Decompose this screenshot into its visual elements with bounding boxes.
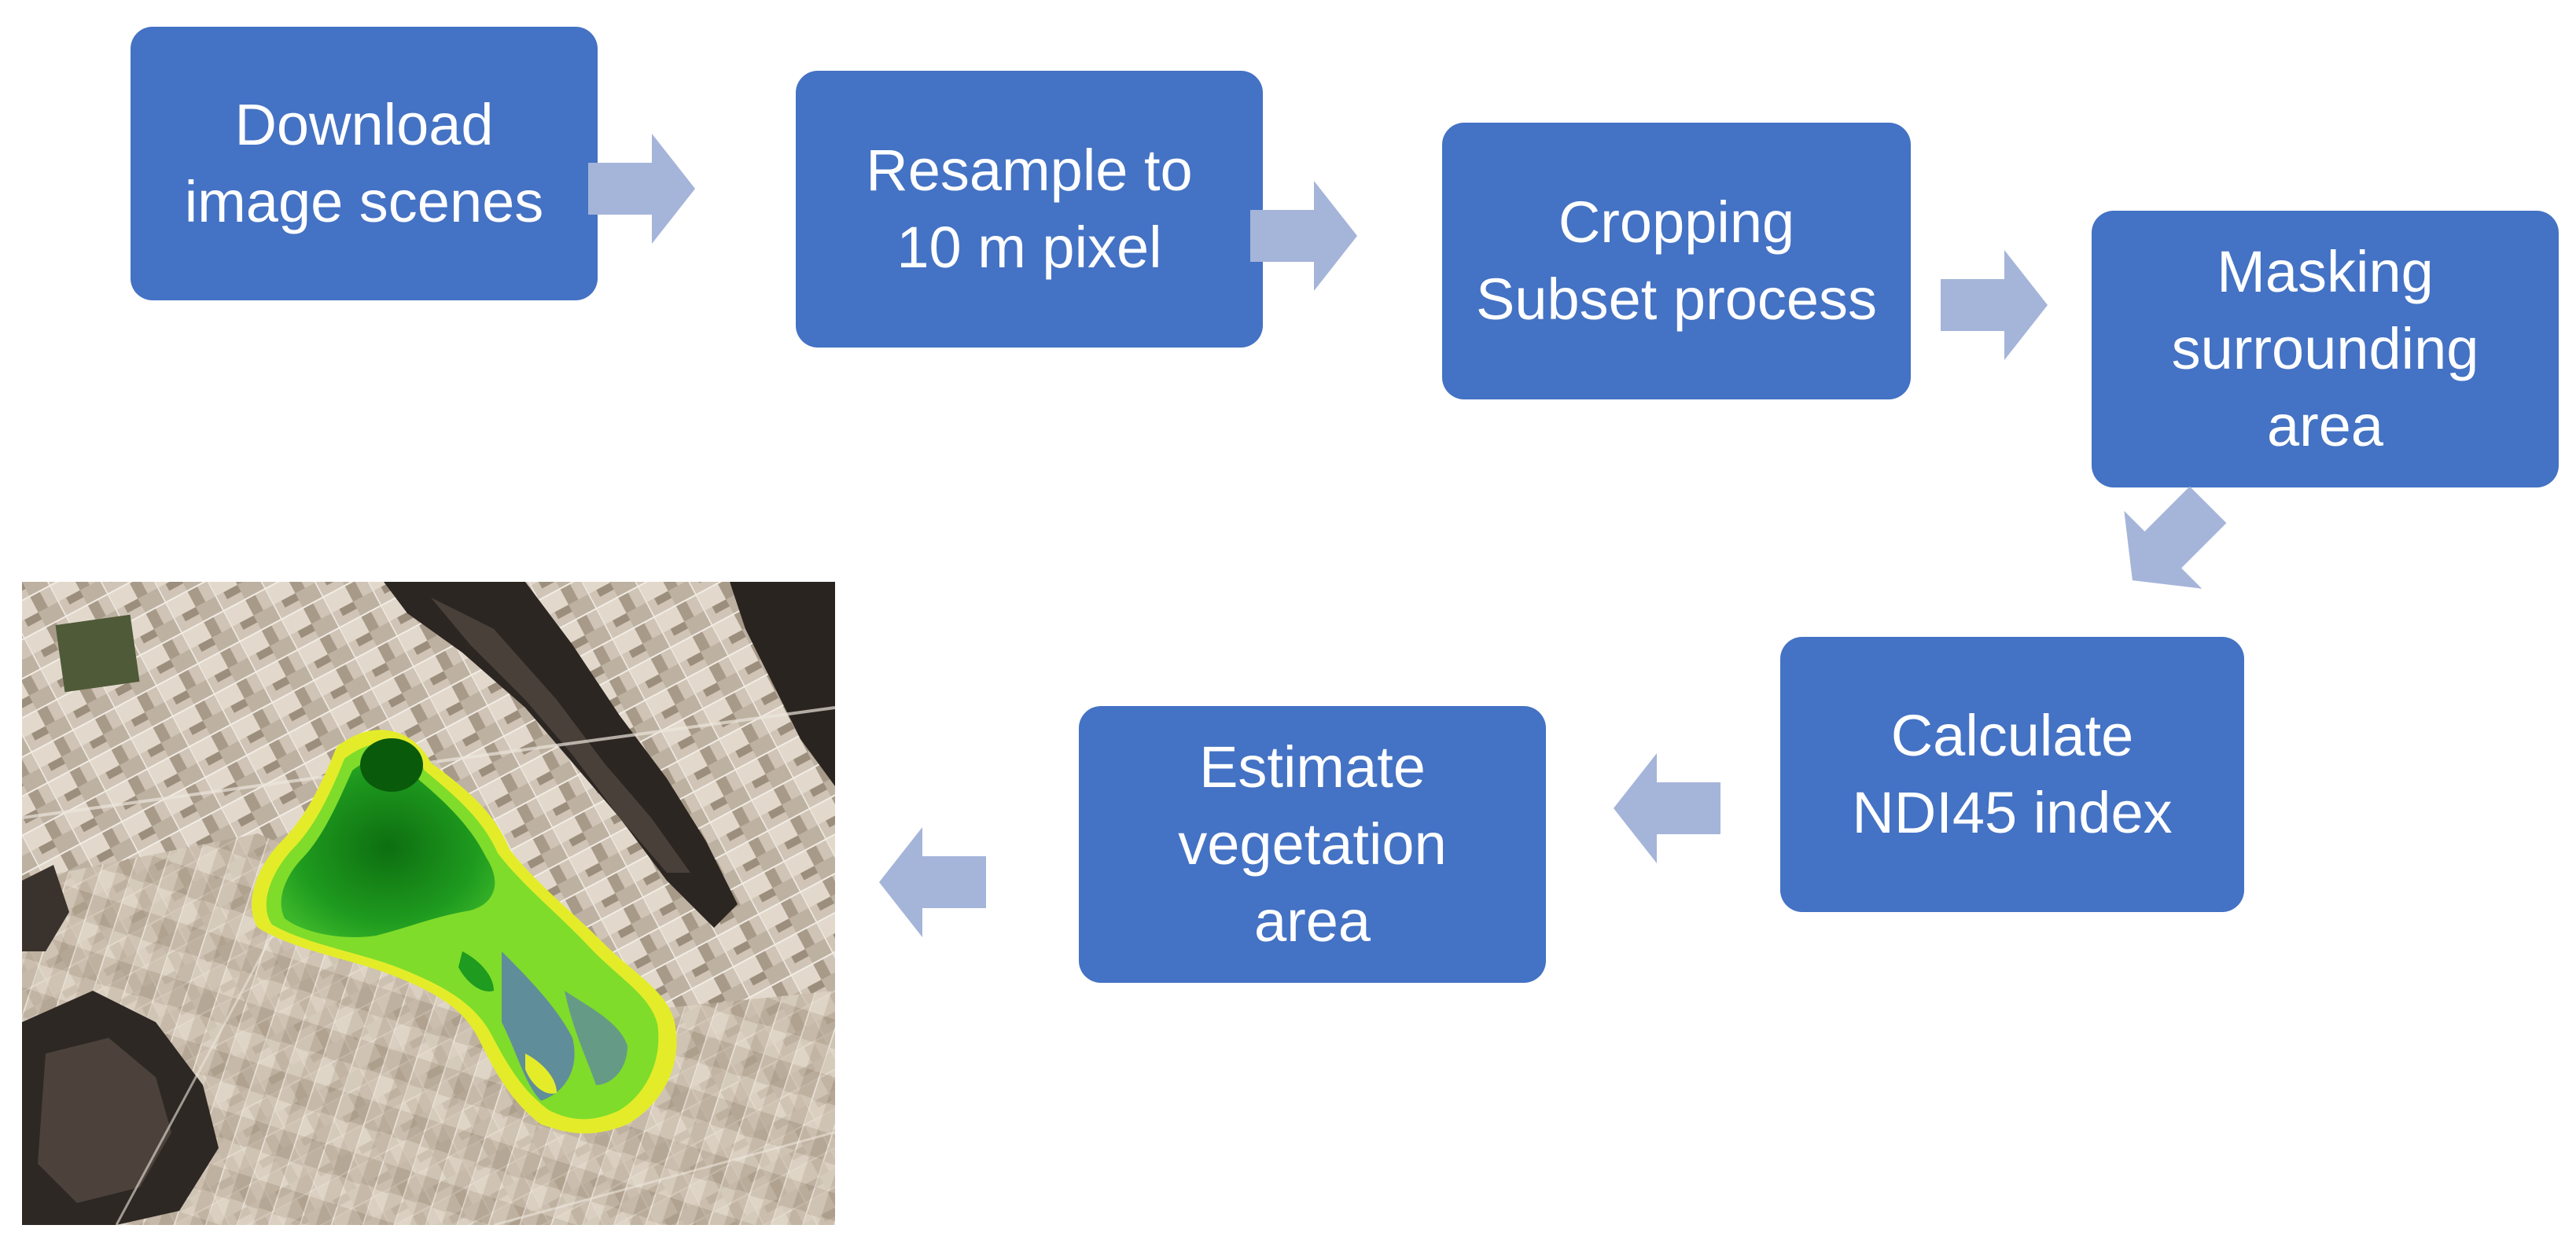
block-arrow-icon [1250, 181, 1357, 291]
block-arrow-icon [1614, 753, 1720, 863]
block-arrow-icon [1941, 250, 2048, 360]
step-label-masking: Masking surrounding area [2171, 239, 2479, 458]
step-calculate-ndi45-index: Calculate NDI45 index [1780, 637, 2244, 912]
step-estimate-vegetation-area: Estimate vegetation area [1079, 706, 1546, 983]
step-resample-to-10m-pixel: Resample to 10 m pixel [796, 71, 1263, 348]
step-label-resample: Resample to 10 m pixel [866, 138, 1193, 280]
satellite-vegetation-map [22, 582, 835, 1225]
step-download-image-scenes: Download image scenes [131, 27, 598, 300]
step-masking-surrounding-area: Masking surrounding area [2092, 211, 2559, 487]
step-label-estimate: Estimate vegetation area [1178, 734, 1447, 954]
step-cropping-subset-process: Cropping Subset process [1442, 123, 1911, 399]
step-label-download: Download image scenes [184, 92, 544, 234]
step-label-cropping: Cropping Subset process [1475, 189, 1878, 332]
step-label-ndi45: Calculate NDI45 index [1852, 703, 2173, 845]
